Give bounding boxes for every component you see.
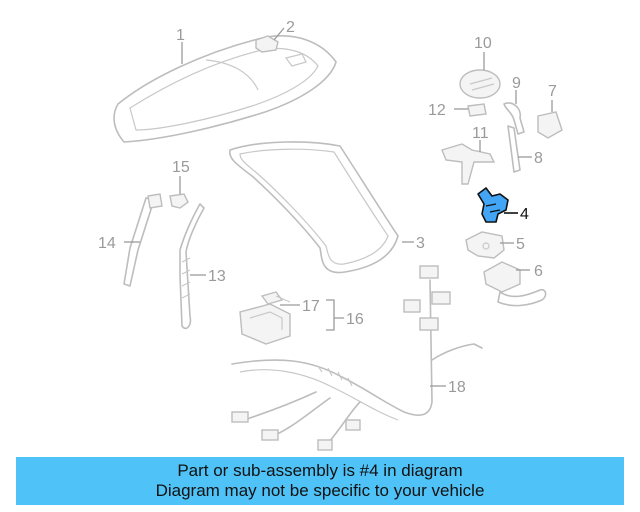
callout-2: 2 [286,19,295,36]
callout-labels: 1 2 3 4 5 6 7 8 9 10 11 12 13 14 15 16 1… [98,19,557,396]
callout-14: 14 [98,235,116,252]
callout-5: 5 [516,236,525,253]
callout-18: 18 [448,379,466,396]
part-6-switch [483,261,547,307]
callout-4: 4 [520,206,529,223]
callout-8: 8 [534,150,543,167]
part-15-fastener [169,193,189,209]
info-banner: Part or sub-assembly is #4 in diagram Di… [16,457,624,505]
callout-3: 3 [416,235,425,252]
part-2-emblem [255,35,307,67]
callout-17: 17 [302,298,320,315]
callout-11: 11 [472,125,489,142]
part-3-weatherstrip [228,141,399,274]
part-9-link [503,102,525,135]
part-10-lock-cylinder [459,69,501,99]
part-13-spring [179,203,205,330]
callout-9: 9 [512,75,521,92]
callout-16: 16 [346,311,364,328]
part-18-wiring-harness [231,265,483,451]
part-5-striker [465,231,505,259]
part-14-gas-strut [123,193,163,287]
part-4-latch-bracket [477,187,509,223]
callout-1: 1 [176,27,185,44]
part-16-lamp-housing [239,303,291,345]
banner-line-2: Diagram may not be specific to your vehi… [155,481,485,500]
part-1-trunk-lid [113,35,337,143]
callout-10: 10 [474,35,492,52]
part-11-bracket [441,143,496,185]
part-7-handle [537,111,563,139]
part-17-bulb [260,291,291,305]
part-12-screw [467,103,487,117]
callout-6: 6 [534,263,543,280]
callout-12: 12 [428,102,446,119]
callout-13: 13 [208,268,226,285]
parts-diagram: 1 2 3 4 5 6 7 8 9 10 11 12 13 14 15 16 1… [98,19,563,451]
callout-leaders [124,27,553,387]
banner-line-1: Part or sub-assembly is #4 in diagram [177,461,463,480]
part-8-rod [507,125,521,173]
callout-15: 15 [172,159,190,176]
callout-7: 7 [548,83,557,100]
